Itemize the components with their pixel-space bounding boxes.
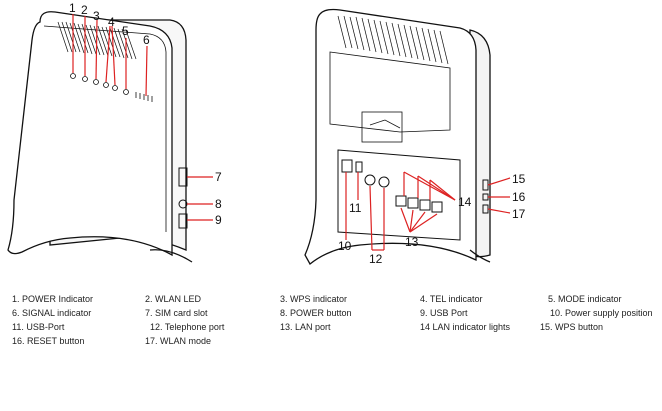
legend-item-11: 11. USB-Port [12,322,65,332]
legend-item-5: 5. MODE indicator [548,294,622,304]
callout-2: 2 [81,3,88,17]
callout-1: 1 [69,1,76,15]
callout-7: 7 [215,170,222,184]
legend-item-1: 1. POWER Indicator [12,294,94,304]
legend-item-17: 17. WLAN mode [145,336,212,346]
callout-4: 4 [108,15,115,29]
back-leader-lines [345,171,511,251]
callout-12: 12 [369,252,383,266]
legend-item-16: 16. RESET button [12,336,85,346]
legend-item-14: 14 LAN indicator lights [420,322,511,332]
legend-item-9: 9. USB Port [420,308,468,318]
callout-14: 14 [458,195,472,209]
legend-item-2: 2. WLAN LED [145,294,202,304]
router-back [304,8,491,265]
callout-8: 8 [215,197,222,211]
router-diagram: 1 2 3 4 5 6 7 8 9 [7,1,526,266]
legend-item-7: 7. SIM card slot [145,308,208,318]
legend-item-3: 3. WPS indicator [280,294,348,304]
legend-item-6: 6. SIGNAL indicator [12,308,92,318]
legend-item-12: 12. Telephone port [150,322,225,332]
front-leader-lines [72,14,213,221]
legend-item-15: 15. WPS button [540,322,604,332]
callout-16: 16 [512,190,526,204]
legend-item-13: 13. LAN port [280,322,331,332]
legend-item-4: 4. TEL indicator [420,294,483,304]
front-callouts: 1 2 3 4 5 6 7 8 9 [69,1,222,227]
legend-item-10: 10. Power supply position [550,308,653,318]
callout-15: 15 [512,172,526,186]
callout-11: 11 [349,201,362,215]
legend-item-8: 8. POWER button [280,308,352,318]
back-callouts: 15 16 17 14 11 10 13 12 [338,172,526,266]
router-front [7,11,193,263]
legend: 1. POWER Indicator 6. SIGNAL indicator 1… [0,286,662,406]
callout-13: 13 [405,235,419,249]
callout-6: 6 [143,33,150,47]
callout-5: 5 [122,24,129,38]
callout-9: 9 [215,213,222,227]
callout-10: 10 [338,239,352,253]
callout-3: 3 [93,9,100,23]
callout-17: 17 [512,207,526,221]
